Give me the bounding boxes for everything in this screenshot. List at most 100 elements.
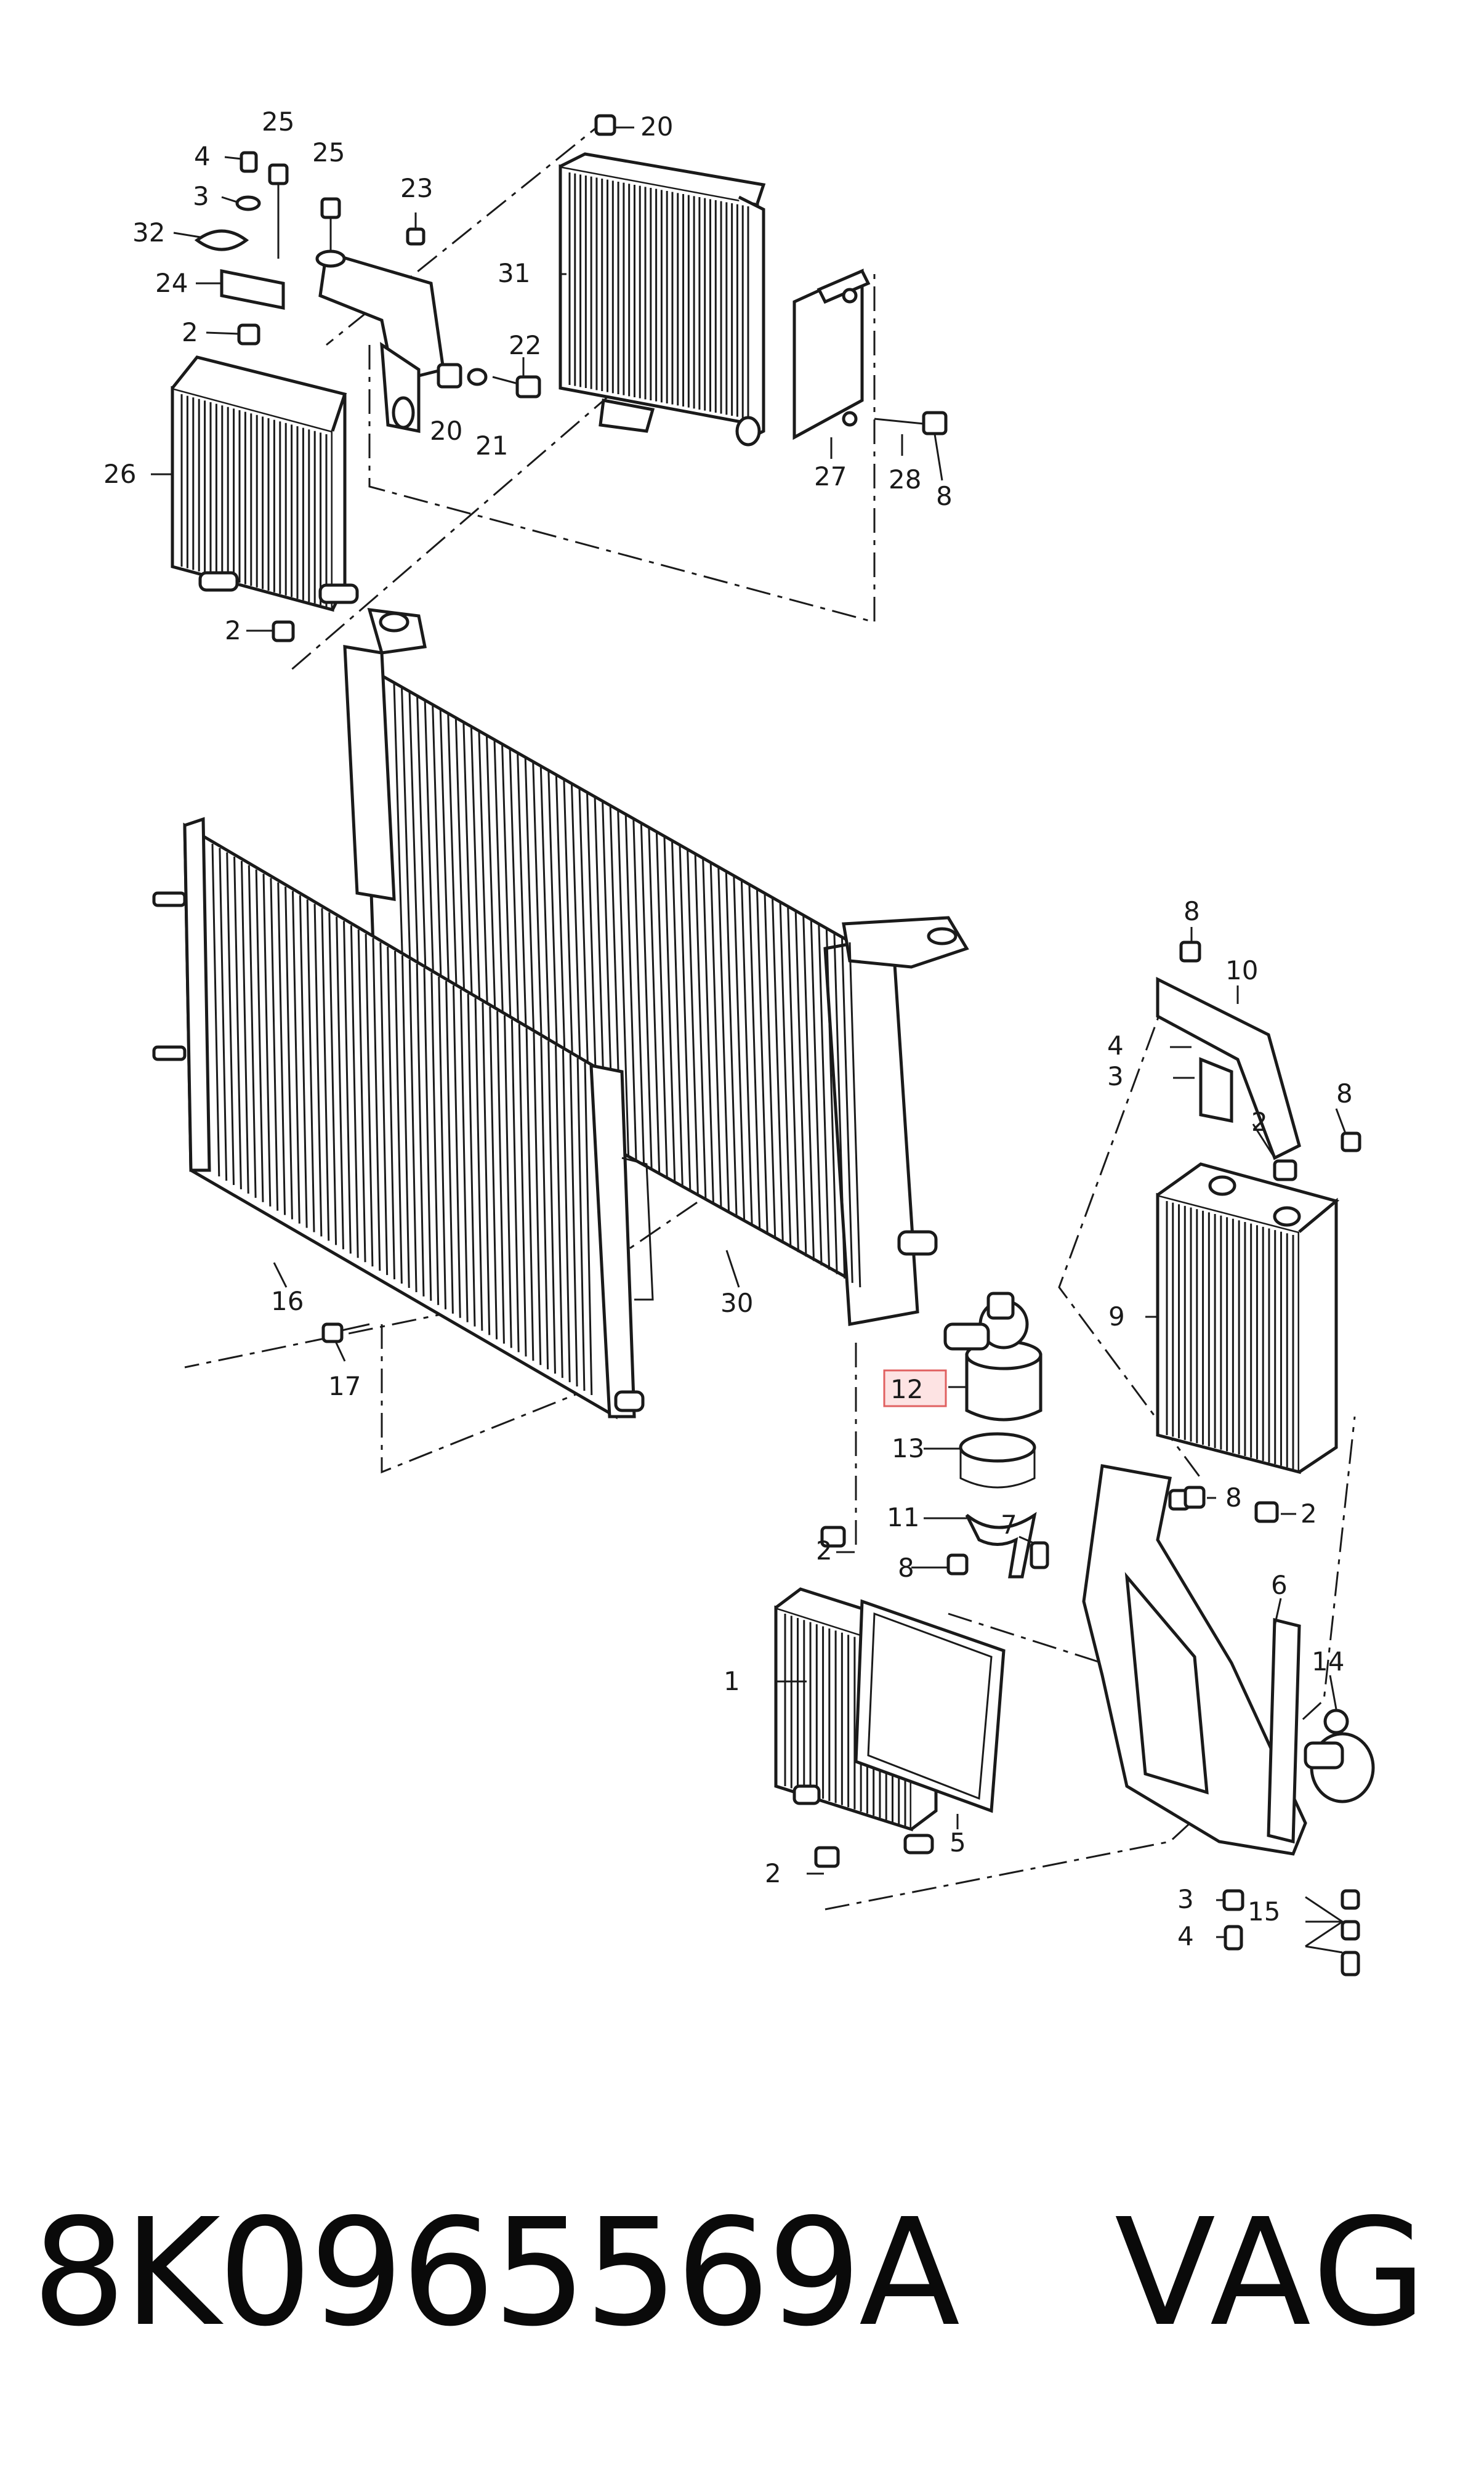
radiator-fin	[624, 815, 637, 1160]
bracket-frame-6	[1082, 1464, 1307, 1856]
bracket-24	[194, 229, 445, 434]
radiator-fin	[416, 963, 425, 1297]
callout-6: 6	[1271, 1570, 1288, 1600]
radiator-fin	[270, 878, 279, 1211]
callout-23: 23	[400, 173, 433, 203]
radiator-fin	[841, 937, 853, 1283]
radiator-fin	[328, 912, 337, 1245]
radiator-fin	[764, 894, 776, 1239]
callout-8a: 8	[936, 481, 953, 511]
radiator-fin	[547, 1041, 556, 1374]
radiator-fin	[540, 1037, 549, 1370]
radiator-fin	[833, 933, 846, 1279]
radiator-fin	[849, 942, 861, 1288]
radiator-fin	[423, 968, 432, 1301]
radiator-fin	[387, 947, 396, 1280]
bolt-17	[321, 1322, 370, 1343]
callout-17: 17	[328, 1371, 361, 1401]
radiator-fin	[772, 898, 784, 1244]
radiator-fin	[779, 902, 792, 1248]
radiator-fin	[321, 908, 330, 1241]
callout-26: 26	[103, 459, 136, 489]
radiator-fin	[226, 852, 235, 1185]
radiator-fin	[694, 854, 707, 1200]
radiator-fin	[343, 921, 352, 1254]
radiator-26	[171, 355, 359, 612]
radiator-fin	[679, 846, 692, 1191]
callout-32: 32	[132, 217, 165, 248]
radiator-fin	[219, 848, 228, 1181]
radiator-fin	[632, 819, 645, 1165]
radiator-fin	[640, 823, 653, 1169]
radiator-fin	[787, 907, 799, 1253]
callout-4b: 4	[1107, 1030, 1124, 1061]
radiator-fin	[818, 924, 831, 1270]
radiator-fin	[663, 837, 676, 1183]
clamp-13	[959, 1432, 1036, 1489]
radiator-fin	[350, 925, 359, 1258]
radiator-fin	[233, 856, 242, 1189]
callout-25a: 25	[262, 107, 294, 137]
radiator-fin	[810, 920, 823, 1266]
callout-3a: 3	[193, 181, 209, 211]
radiator-fin	[794, 912, 807, 1257]
seal-5	[854, 1599, 1006, 1813]
callout-3c: 3	[1177, 1884, 1194, 1914]
bracket-10	[1156, 941, 1361, 1181]
radiator-fin	[284, 886, 293, 1220]
callout-24: 24	[155, 268, 188, 298]
radiator-fin	[648, 828, 661, 1173]
radiator-fin	[211, 843, 220, 1177]
callout-14: 14	[1312, 1646, 1344, 1677]
callout-27: 27	[814, 461, 847, 492]
radiator-fin	[445, 981, 454, 1314]
radiator-fin	[525, 1028, 534, 1361]
callout-2e: 2	[1301, 1499, 1317, 1529]
radiator-fin	[255, 869, 264, 1202]
callout-22: 22	[509, 330, 541, 360]
radiator-fin	[617, 811, 630, 1156]
fasteners-top	[235, 114, 948, 642]
radiator-fin	[313, 904, 323, 1237]
callout-2a: 2	[182, 317, 198, 347]
callout-2f: 2	[765, 1858, 781, 1888]
radiator-fin	[482, 1002, 491, 1335]
radiator-fin	[291, 891, 300, 1224]
callout-10: 10	[1225, 955, 1258, 985]
callout-15: 15	[1248, 1896, 1280, 1927]
pump-14	[1304, 1709, 1375, 1803]
radiator-fin	[562, 1050, 571, 1383]
callout-13: 13	[892, 1433, 924, 1463]
radiator-fin	[277, 882, 286, 1215]
radiator-fin	[671, 841, 684, 1187]
radiator-fin	[825, 929, 838, 1274]
radiator-fin	[365, 934, 374, 1267]
callout-8b: 8	[1184, 896, 1200, 926]
callout-5: 5	[950, 1827, 966, 1858]
radiator-fin	[459, 989, 469, 1322]
radiator-fin	[504, 1015, 512, 1348]
radiator-fin	[357, 929, 366, 1263]
part-number: 8K0965569A	[32, 2187, 960, 2359]
radiator-fin	[687, 850, 699, 1195]
callout-2b: 2	[225, 615, 241, 645]
callout-20b: 20	[430, 416, 462, 446]
radiator-fin	[240, 860, 249, 1194]
callout-21: 21	[475, 431, 508, 461]
callout-labels: 25 25 4 3 32 24 2 26 2 23 31 20 22 20 21…	[103, 107, 1353, 1951]
bracket-27	[792, 269, 871, 440]
radiator-fin	[452, 985, 461, 1318]
radiator-fin	[756, 889, 768, 1235]
radiator-fin	[248, 865, 257, 1198]
radiator-fin	[379, 942, 389, 1276]
callout-8d: 8	[898, 1553, 914, 1583]
callout-1: 1	[724, 1666, 740, 1696]
radiator-fin	[717, 867, 730, 1213]
leader-lines	[151, 126, 1347, 1938]
callout-16: 16	[271, 1286, 304, 1316]
part-caption: 8K0965569A VAG	[0, 2180, 1484, 2365]
radiator-9	[1156, 1162, 1340, 1475]
callout-3b: 3	[1107, 1061, 1124, 1091]
callout-4c: 4	[1177, 1921, 1194, 1951]
